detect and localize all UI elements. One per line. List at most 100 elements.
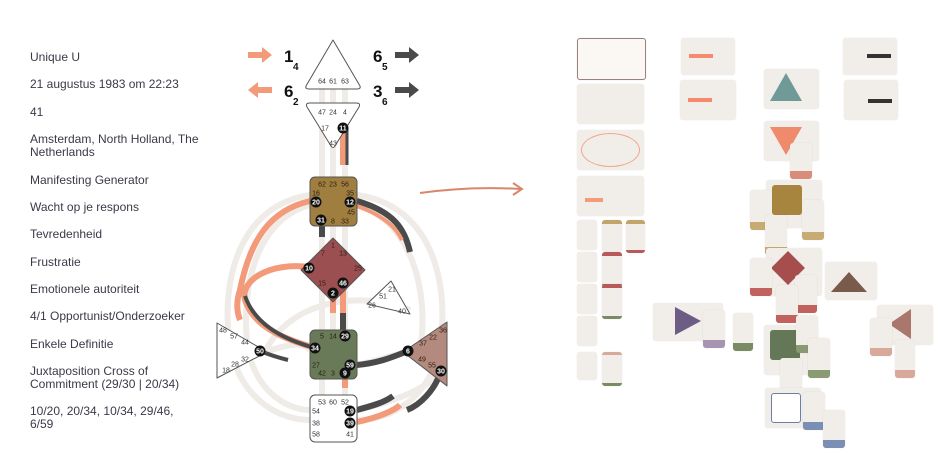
profile-profile: 4/1 Opportunist/Onderzoeker	[30, 309, 185, 323]
gate-45: 45	[347, 210, 355, 217]
thumbnail-card[interactable]	[790, 143, 812, 179]
gate-43: 43	[329, 141, 337, 148]
variable-top-right: 6	[373, 47, 382, 66]
thumbnail-card[interactable]	[577, 84, 644, 124]
gate-34: 34	[311, 346, 319, 353]
gate-19: 19	[346, 409, 354, 416]
gate-18: 18	[222, 368, 230, 375]
gate-10: 10	[305, 266, 313, 273]
centers	[216, 39, 448, 443]
thumbnail-card[interactable]	[750, 258, 772, 296]
thumbnail-card[interactable]	[626, 220, 645, 253]
connector-arrow	[419, 187, 521, 194]
defined-gate-marker	[303, 262, 315, 274]
gate-39: 39	[346, 421, 354, 428]
thumbnail-card[interactable]	[577, 352, 597, 380]
thumbnail-card[interactable]	[602, 220, 622, 252]
gate-57: 57	[230, 334, 238, 341]
gate-29: 29	[341, 334, 349, 341]
thumbnail-card[interactable]	[577, 220, 597, 250]
defined-gate-marker	[339, 367, 351, 379]
gate-56: 56	[341, 182, 349, 189]
thumbnail-card[interactable]	[703, 310, 725, 348]
thumbnail-card[interactable]	[577, 284, 597, 314]
gate-40: 40	[398, 309, 406, 316]
gate-49: 49	[418, 357, 426, 364]
gate-25: 25	[354, 266, 362, 273]
gate-23: 23	[329, 182, 337, 189]
thumbnail-card[interactable]	[795, 275, 817, 313]
gate-33: 33	[341, 219, 349, 226]
gate-54: 54	[312, 409, 320, 416]
gate-5: 5	[320, 334, 324, 341]
gate-4: 4	[343, 110, 347, 117]
thumbnail-card[interactable]	[825, 262, 877, 300]
arrow-right-icon	[248, 47, 272, 63]
profile-channels: 10/20, 20/34, 10/34, 29/46, 6/59	[30, 404, 174, 431]
throat-center	[309, 176, 358, 227]
thumbnail-card[interactable]	[602, 252, 622, 287]
thumbnail-card[interactable]	[802, 200, 824, 240]
thumbnail-card[interactable]	[764, 69, 819, 109]
gate-52: 52	[341, 400, 349, 407]
defined-gate-marker	[435, 365, 447, 377]
gate-31: 31	[317, 218, 325, 225]
svg-text:6: 6	[382, 97, 388, 108]
thumbnail-card[interactable]	[844, 80, 898, 120]
gate-41: 41	[346, 432, 354, 439]
gate-3: 3	[331, 371, 335, 378]
defined-gate-marker	[327, 287, 339, 299]
gate-6: 6	[406, 349, 410, 356]
thumbnail-card[interactable]	[823, 410, 845, 448]
gate-37: 37	[419, 341, 427, 348]
gate-51: 51	[379, 294, 387, 301]
head-center	[305, 39, 361, 90]
channel-10-34-design	[243, 295, 316, 350]
arrow-head-icon	[512, 182, 524, 196]
thumbnail-card[interactable]	[602, 284, 622, 319]
defined-gate-marker	[315, 214, 327, 226]
profile-birth-place: Amsterdam, North Holland, The Netherland…	[30, 132, 199, 159]
arrow-left-icon	[248, 82, 272, 98]
gate-59: 59	[346, 363, 354, 370]
gate-48: 48	[219, 328, 227, 335]
defined-gate-marker	[344, 359, 356, 371]
thumbnail-card[interactable]	[776, 285, 798, 323]
gate-12: 12	[346, 200, 354, 207]
gate-1: 1	[331, 243, 335, 250]
thumbnail-card[interactable]	[577, 130, 644, 170]
thumbnail-card[interactable]	[602, 352, 622, 386]
profile-definition: Enkele Definitie	[30, 337, 114, 351]
thumbnail-card[interactable]	[870, 318, 892, 356]
g-center	[300, 237, 366, 303]
defined-gate-marker	[337, 122, 349, 134]
channel-12-personality	[356, 204, 404, 241]
profile-incarnation-cross: Juxtaposition Cross of Commitment (29/30…	[30, 364, 180, 391]
gate-26: 26	[368, 303, 376, 310]
gate-17: 17	[321, 126, 329, 133]
svg-text:5: 5	[382, 62, 388, 73]
variable-arrows: 1 4 6 2 6 5 3 6	[248, 47, 419, 108]
thumbnail-card[interactable]	[577, 176, 644, 216]
gate-2: 2	[331, 291, 335, 298]
defined-gate-marker	[310, 196, 322, 208]
gate-27: 27	[312, 363, 320, 370]
gate-46: 46	[339, 281, 347, 288]
channel-19-design	[356, 393, 395, 413]
thumbnail-card[interactable]	[577, 252, 597, 282]
thumbnail-card[interactable]	[577, 38, 646, 80]
thumbnail-card[interactable]	[843, 38, 897, 75]
channel-39-personality	[356, 402, 403, 425]
thumbnail-card[interactable]	[577, 316, 597, 346]
thumbnail-card[interactable]	[895, 340, 915, 378]
thumbnail-card[interactable]	[680, 80, 736, 120]
thumbnail-card[interactable]	[733, 313, 753, 351]
gate-28: 28	[231, 362, 239, 369]
thumbnail-card[interactable]	[803, 392, 825, 430]
gate-13: 13	[339, 251, 347, 258]
thumbnail-card[interactable]	[808, 338, 830, 378]
channel-20-34-personality	[234, 198, 311, 322]
thumbnail-card[interactable]	[681, 38, 735, 75]
profile-birth-date: 21 augustus 1983 om 22:23	[30, 77, 179, 91]
